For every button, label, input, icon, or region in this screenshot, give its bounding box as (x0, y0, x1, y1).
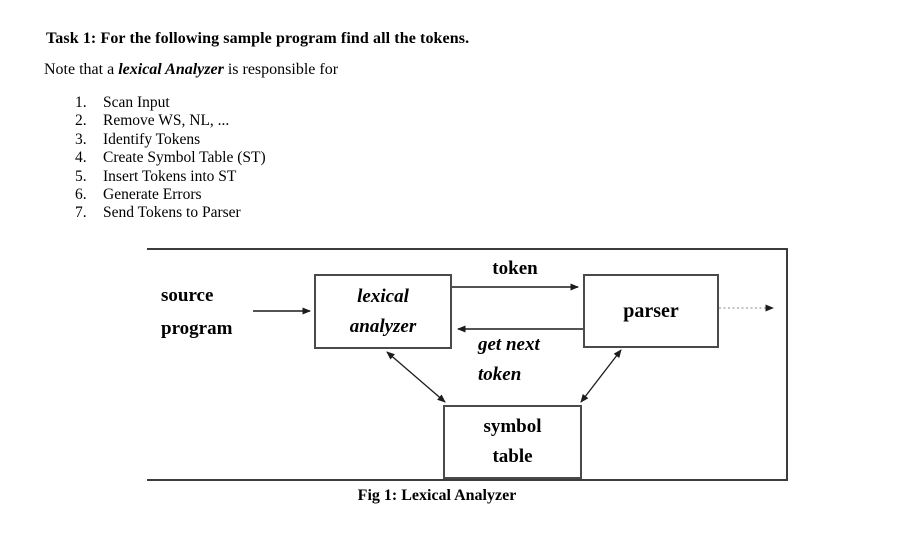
lexical-analyzer-line1: lexical (357, 285, 409, 307)
list-item: Identify Tokens (103, 130, 201, 148)
source-program-label: source program (161, 279, 232, 345)
get-next-line2: token (478, 364, 522, 385)
list-item: Create Symbol Table (ST) (103, 149, 266, 167)
symbol-table-line2: table (492, 446, 533, 467)
figure-frame: source program token get next token lexi… (147, 248, 788, 481)
lexical-analyzer-line2: analyzer (349, 315, 417, 337)
parser-box: parser (583, 274, 719, 348)
list-item: Insert Tokens into ST (103, 167, 237, 185)
list-item: Scan Input (103, 94, 170, 111)
note-emphasis: lexical Analyzer (118, 61, 224, 78)
lexical-symbol-arrow (386, 351, 446, 403)
figure-caption: Fig 1: Lexical Analyzer (357, 487, 517, 504)
source-program-line1: source (161, 285, 214, 306)
get-next-token-label: get next token (478, 330, 540, 390)
get-next-line1: get next (478, 334, 540, 355)
note-line: Note that a lexical Analyzer is responsi… (44, 61, 338, 79)
task-title: Task 1: For the following sample program… (46, 30, 470, 47)
list-item: Send Tokens to Parser (103, 204, 241, 222)
token-arrow-label: token (492, 258, 538, 279)
parser-label: parser (623, 299, 679, 322)
symbol-table-line1: symbol (483, 416, 542, 437)
lexical-analyzer-box: lexical analyzer (314, 274, 452, 349)
parser-symbol-arrow (580, 349, 622, 403)
note-prefix: Note that a (44, 61, 119, 78)
list-item: Remove WS, NL, ... (103, 112, 230, 130)
list-item: Generate Errors (103, 186, 202, 204)
note-suffix: is responsible for (223, 61, 339, 78)
source-program-line2: program (161, 318, 233, 339)
symbol-table-box: symbol table (443, 405, 582, 479)
